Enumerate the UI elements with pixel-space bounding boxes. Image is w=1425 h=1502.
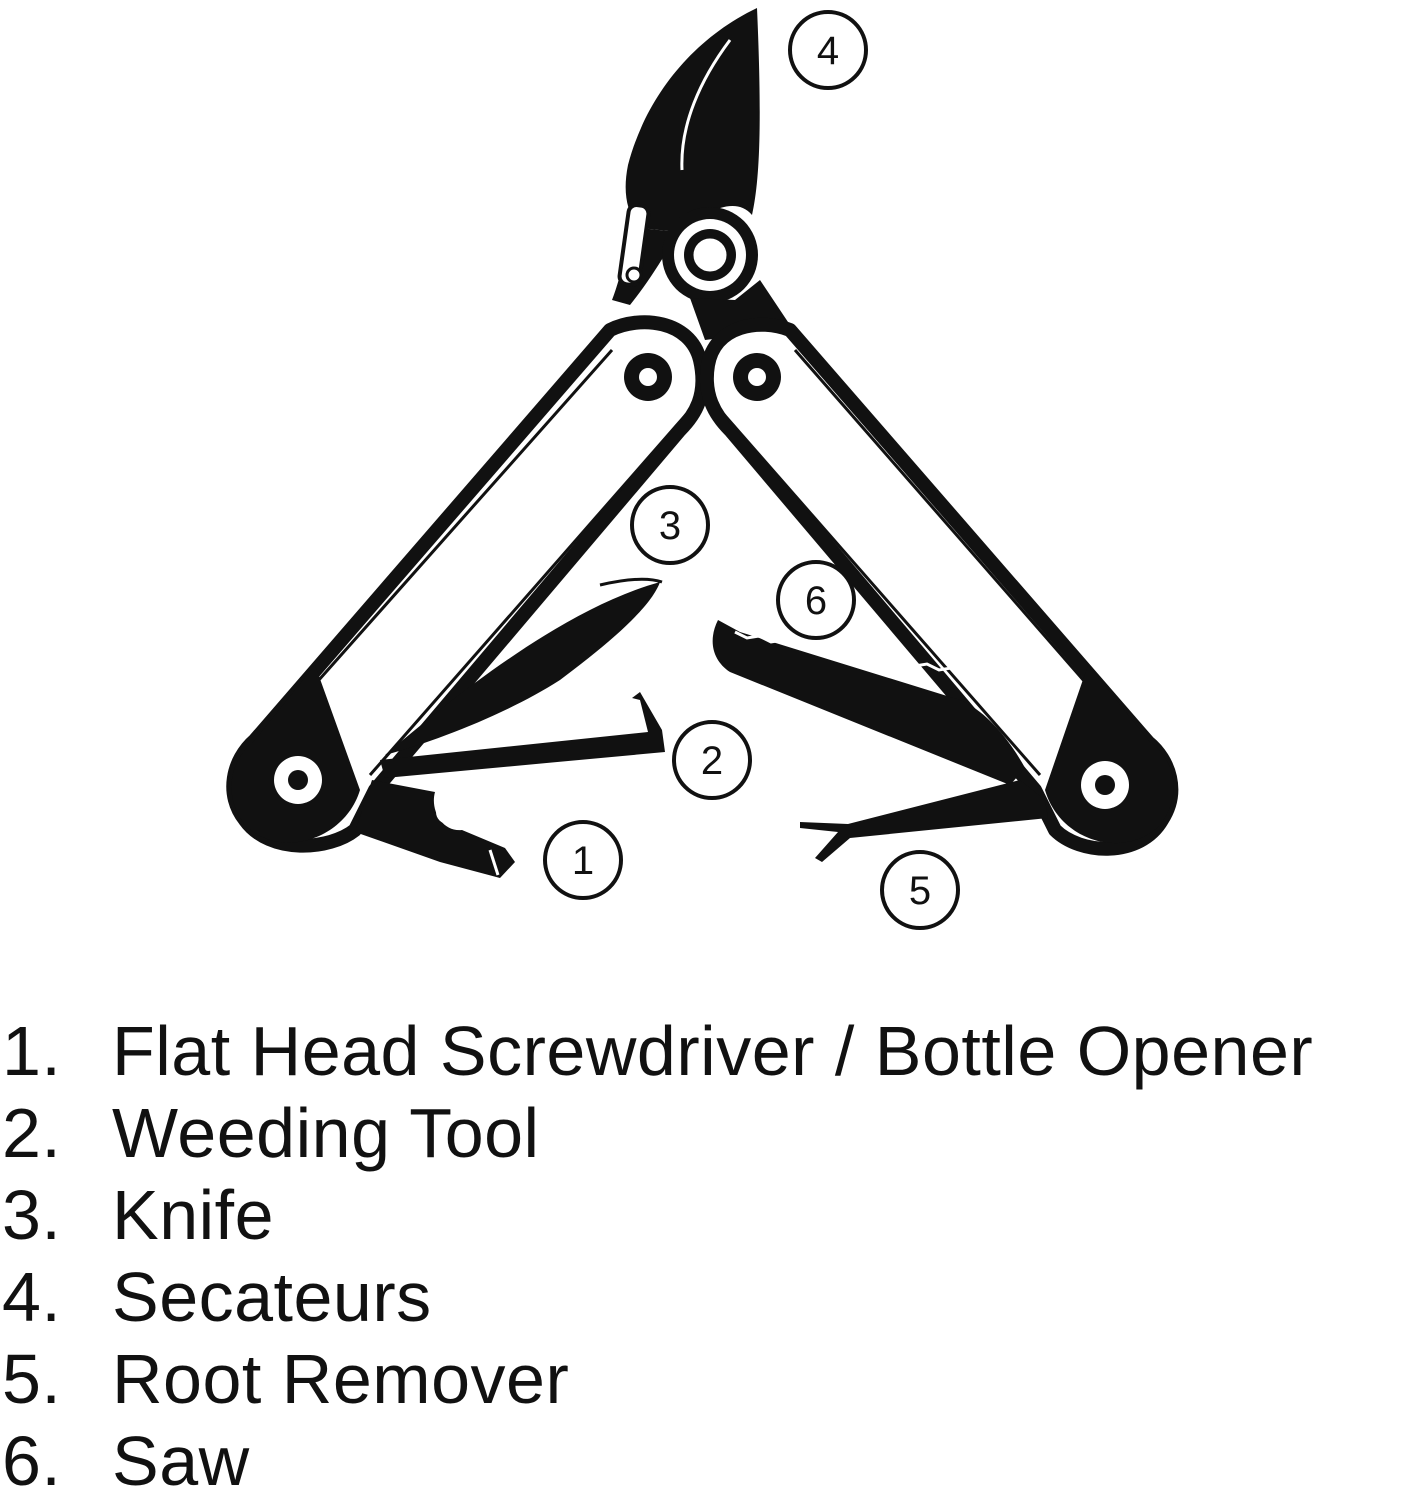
legend-item-weeding-tool: 2. Weeding Tool <box>0 1092 1425 1174</box>
right-handle-end <box>1045 665 1174 844</box>
knife-blade-edge <box>599 577 663 587</box>
root-remover <box>800 780 1048 862</box>
legend-number: 3. <box>2 1176 62 1254</box>
right-handle <box>699 317 1179 856</box>
saw-teeth <box>734 630 988 680</box>
legend-number: 1. <box>2 1012 62 1090</box>
multitool-diagram: 4 3 6 2 1 5 <box>226 8 1179 930</box>
legend-item-screwdriver-bottle-opener: 1. Flat Head Screwdriver / Bottle Opener <box>0 1010 1425 1092</box>
screwdriver-bottle-opener <box>355 780 515 878</box>
right-handle-inner-line <box>793 349 1094 691</box>
secateurs-lock <box>617 203 651 287</box>
left-handle <box>226 315 710 853</box>
bottle-opener-hole <box>436 800 460 824</box>
callout-5: 5 <box>880 850 960 930</box>
legend-number: 4. <box>2 1258 62 1336</box>
legend-label: Root Remover <box>112 1340 570 1418</box>
callout-2-number: 2 <box>701 739 723 783</box>
callout-1-number: 1 <box>572 839 594 883</box>
callout-3-number: 3 <box>659 504 681 548</box>
secateurs-lock-pin <box>625 266 643 284</box>
legend-label: Weeding Tool <box>112 1094 540 1172</box>
legend-number: 5. <box>2 1340 62 1418</box>
legend-item-knife: 3. Knife <box>0 1174 1425 1256</box>
screwdriver-tip-line <box>488 849 500 876</box>
knife-blade <box>385 582 660 755</box>
secateurs-pivot-center <box>690 235 730 275</box>
legend-item-saw: 6. Saw <box>0 1420 1425 1502</box>
left-handle-inner-line-2 <box>368 409 692 776</box>
left-bottom-screw-head <box>288 770 308 790</box>
legend-number: 6. <box>2 1422 62 1500</box>
right-handle-inner-line-2 <box>718 409 1042 776</box>
left-handle-inner-line <box>308 349 614 691</box>
callout-2: 2 <box>672 720 752 800</box>
secateurs-illustration <box>612 8 790 340</box>
tool-legend: 1. Flat Head Screwdriver / Bottle Opener… <box>0 1010 1425 1502</box>
callout-5-number: 5 <box>909 869 931 913</box>
legend-item-secateurs: 4. Secateurs <box>0 1256 1425 1338</box>
secateurs-blade-highlight <box>680 39 732 171</box>
legend-label: Flat Head Screwdriver / Bottle Opener <box>112 1012 1314 1090</box>
callout-1: 1 <box>543 820 623 900</box>
legend-item-root-remover: 5. Root Remover <box>0 1338 1425 1420</box>
left-handle-end <box>231 665 360 843</box>
secateurs-blade <box>625 8 760 232</box>
callout-4: 4 <box>788 10 868 90</box>
legend-label: Knife <box>112 1176 275 1254</box>
callout-4-number: 4 <box>817 29 839 73</box>
callout-6: 6 <box>776 560 856 640</box>
legend-number: 2. <box>2 1094 62 1172</box>
saw-blade <box>712 620 1025 785</box>
callout-3: 3 <box>630 485 710 565</box>
legend-label: Secateurs <box>112 1258 432 1336</box>
legend-label: Saw <box>112 1422 250 1500</box>
right-bottom-screw-head <box>1095 775 1115 795</box>
right-top-screw-head <box>748 368 766 386</box>
weeding-tool <box>380 692 665 778</box>
callout-6-number: 6 <box>805 579 827 623</box>
left-top-screw-head <box>639 368 657 386</box>
